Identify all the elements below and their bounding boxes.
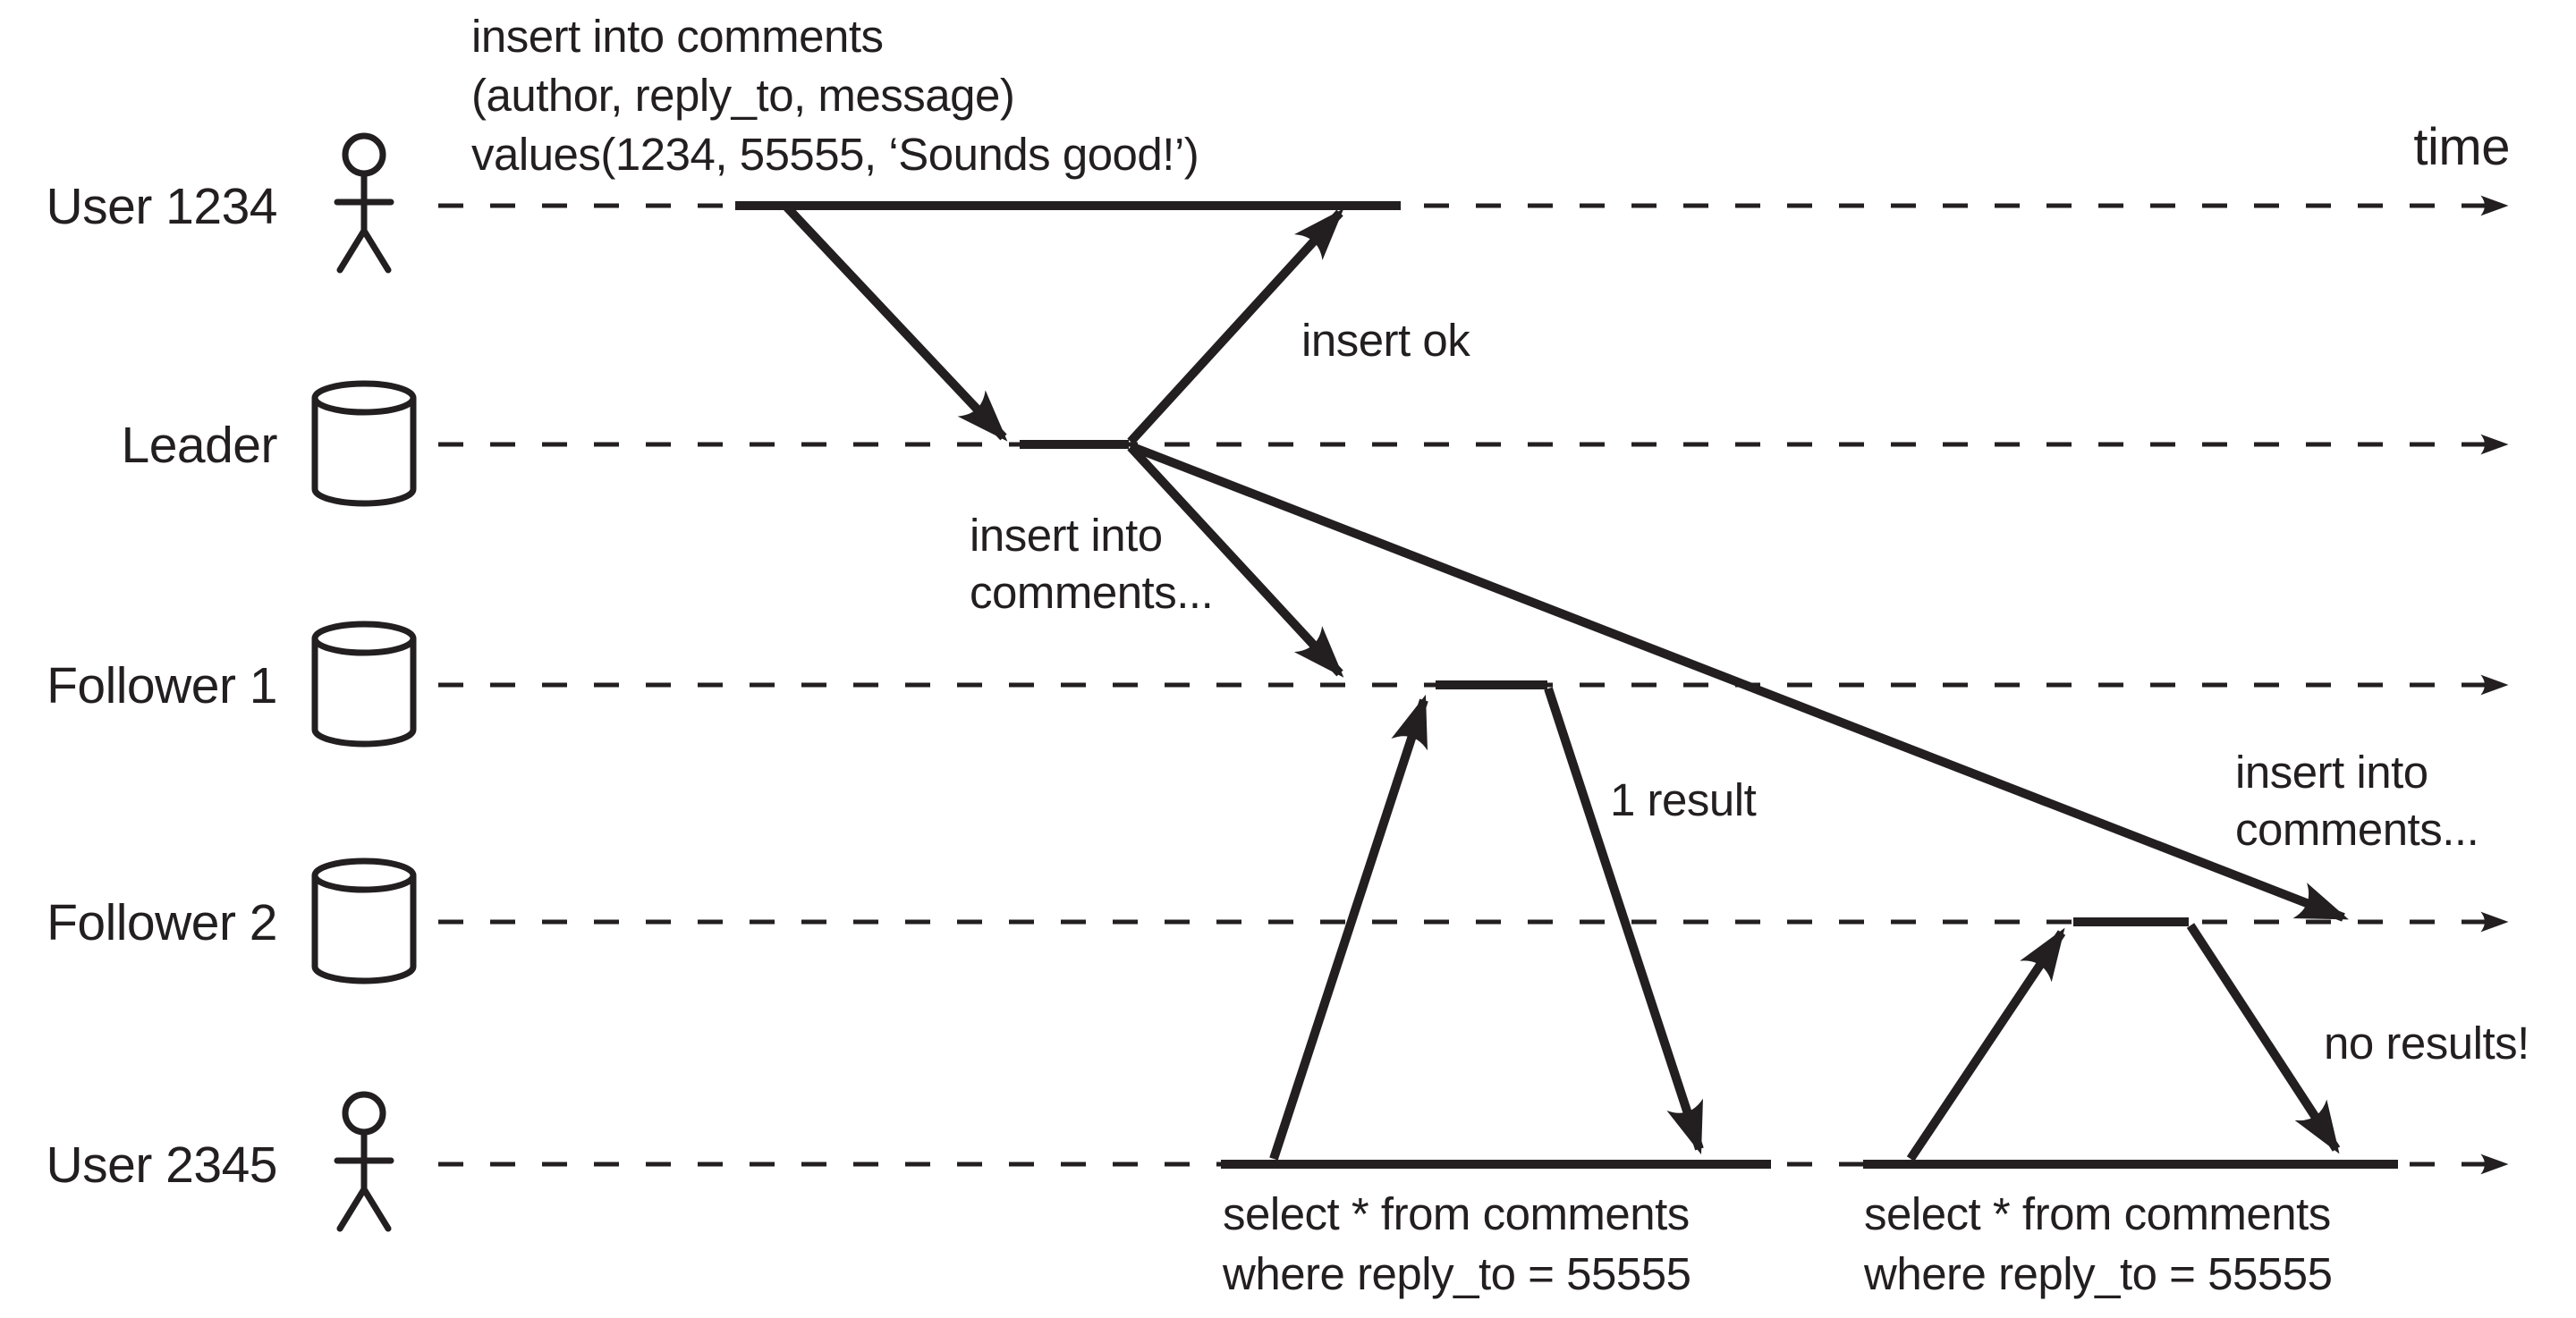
arrow-select-to-follower-1: [1269, 694, 1428, 1161]
replicate-right-label-line-2: comments...: [2235, 804, 2479, 855]
replicate-left-label-line-1: insert into: [970, 510, 1163, 561]
message-arrows: [784, 204, 2349, 1162]
actor-label-follower-2: Follower 2: [47, 894, 277, 951]
arrow-select-to-follower-2: [1906, 927, 2066, 1162]
arrow-insert-ok: [1127, 208, 1344, 445]
insert-ok-label: insert ok: [1301, 315, 1470, 366]
annotations: insert into comments (author, reply_to, …: [471, 11, 2529, 1299]
arrow-result-from-follower-1: [1544, 687, 1704, 1155]
select-query-1-line-1: select * from comments: [1223, 1188, 1690, 1239]
replicate-right-label-line-1: insert into: [2235, 747, 2428, 798]
no-results-label: no results!: [2324, 1018, 2529, 1069]
actor-icons: [311, 132, 417, 1232]
one-result-label: 1 result: [1610, 774, 1757, 825]
actor-label-leader: Leader: [122, 417, 278, 474]
activity-segments: [735, 201, 2398, 1169]
replicate-left-label-line-2: comments...: [970, 567, 1213, 618]
actor-label-user-1234: User 1234: [47, 178, 278, 235]
actor-labels: User 1234 Leader Follower 1 Follower 2 U…: [47, 178, 279, 1194]
insert-statement-line-2: (author, reply_to, message): [471, 70, 1014, 121]
time-axis-label: time: [2413, 118, 2510, 176]
select-query-1-line-2: where reply_to = 55555: [1222, 1248, 1690, 1299]
arrow-insert-to-leader: [784, 204, 1008, 442]
select-query-2-line-2: where reply_to = 55555: [1863, 1248, 2332, 1299]
select-query-2-line-1: select * from comments: [1864, 1188, 2331, 1239]
person-icon: [334, 132, 394, 274]
arrow-replicate-follower-1: [1127, 444, 1344, 678]
arrow-replicate-follower-2: [1129, 442, 2349, 922]
database-cylinder-icon: [311, 621, 417, 748]
database-cylinder-icon: [311, 380, 417, 507]
database-cylinder-icon: [311, 858, 417, 984]
arrow-result-from-follower-2: [2186, 923, 2341, 1154]
insert-statement-line-1: insert into comments: [471, 11, 884, 62]
insert-statement-line-3: values(1234, 55555, ‘Sounds good!’): [471, 129, 1199, 180]
actor-label-follower-1: Follower 1: [47, 657, 277, 714]
person-icon: [334, 1091, 394, 1232]
actor-label-user-2345: User 2345: [47, 1136, 278, 1194]
